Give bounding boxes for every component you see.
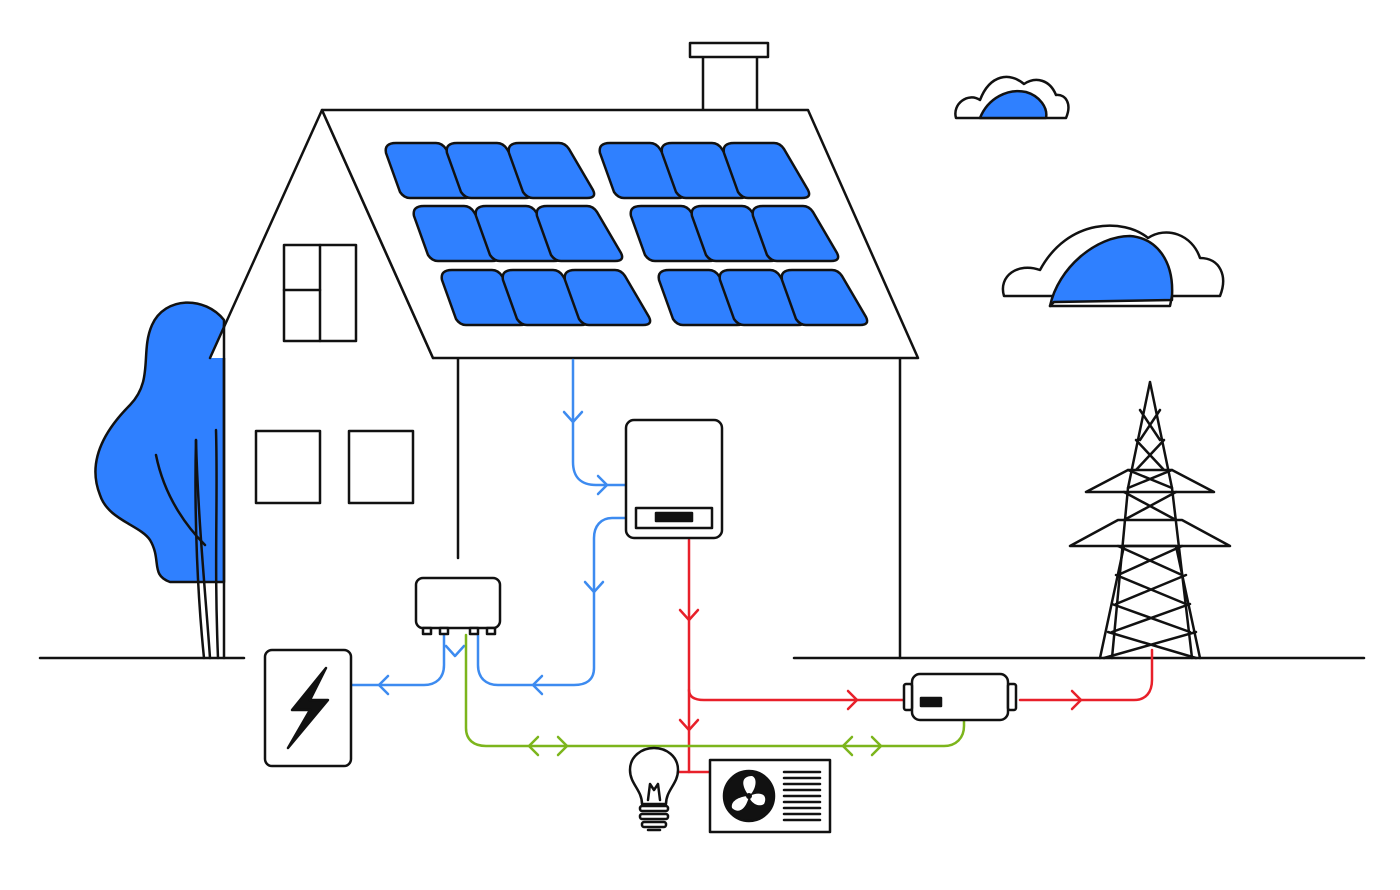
cloud-icon xyxy=(1001,224,1225,308)
solar-panel-cell xyxy=(751,204,840,263)
cloud-icon xyxy=(954,75,1070,120)
attic-window xyxy=(282,243,358,343)
inverter-icon xyxy=(624,418,724,540)
solar-panel-cell xyxy=(507,141,596,200)
light-bulb-icon xyxy=(628,746,680,832)
ac-power-lines xyxy=(658,538,1154,774)
window-left xyxy=(254,429,322,505)
solar-panel-cell xyxy=(535,204,624,263)
solar-panel-cell xyxy=(780,268,869,327)
dc-power-lines xyxy=(350,358,628,696)
solar-panel-cell xyxy=(563,268,652,327)
energy-meter-icon xyxy=(902,672,1018,722)
air-conditioner-icon xyxy=(708,758,832,834)
solar-panel-cell xyxy=(722,141,811,200)
tree-icon xyxy=(94,301,226,660)
window-right xyxy=(347,429,415,505)
solar-panel-icon xyxy=(384,141,869,327)
junction-box-icon xyxy=(414,576,502,636)
power-pylon-icon xyxy=(1068,380,1232,660)
house-icon xyxy=(208,41,920,660)
battery-icon xyxy=(263,648,353,768)
communication-lines xyxy=(464,633,966,757)
